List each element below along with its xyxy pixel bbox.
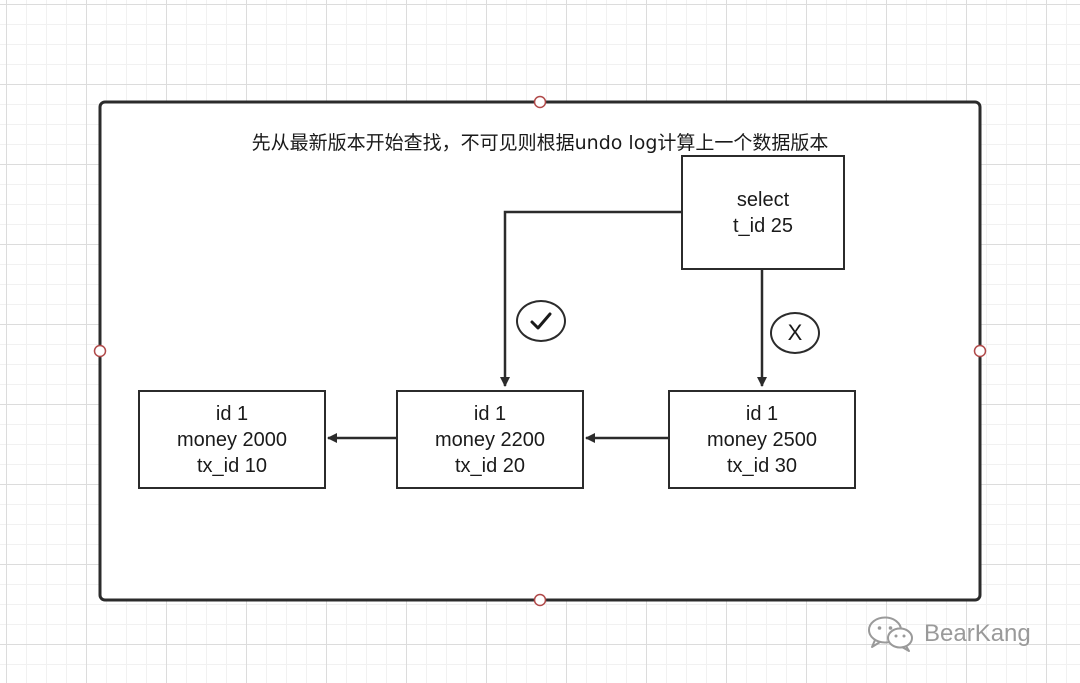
frame-handle-right[interactable] [973,344,987,358]
query-line-2: t_id 25 [732,214,794,237]
version-box-tx-20[interactable]: id 1 money 2200 tx_id 20 [396,390,584,489]
invisible-badge-label: X [787,320,803,345]
version-txid-line: tx_id 30 [726,454,798,477]
query-box[interactable]: select t_id 25 [681,155,845,270]
frame-handle-bottom[interactable] [533,593,547,607]
version-id-line: id 1 [745,402,779,425]
version-money-line: money 2000 [176,428,288,451]
query-line-1: select [736,188,790,211]
wechat-icon [868,616,913,652]
visible-badge[interactable] [516,300,566,342]
check-icon [530,312,552,330]
invisible-badge[interactable]: X [770,312,820,354]
outer-frame [98,100,982,602]
watermark: BearKang [866,614,1031,654]
version-money-line: money 2500 [706,428,818,451]
frame-handle-top[interactable] [533,95,547,109]
version-id-line: id 1 [473,402,507,425]
version-txid-line: tx_id 20 [454,454,526,477]
version-box-tx-10[interactable]: id 1 money 2000 tx_id 10 [138,390,326,489]
version-id-line: id 1 [215,402,249,425]
version-txid-line: tx_id 10 [196,454,268,477]
frame-title: 先从最新版本开始查找，不可见则根据undo log计算上一个数据版本 [251,132,829,154]
version-money-line: money 2200 [434,428,546,451]
frame-handle-left[interactable] [93,344,107,358]
connector-query-to-version-20[interactable] [500,210,681,387]
version-box-tx-30[interactable]: id 1 money 2500 tx_id 30 [668,390,856,489]
watermark-text: BearKang [924,620,1031,647]
